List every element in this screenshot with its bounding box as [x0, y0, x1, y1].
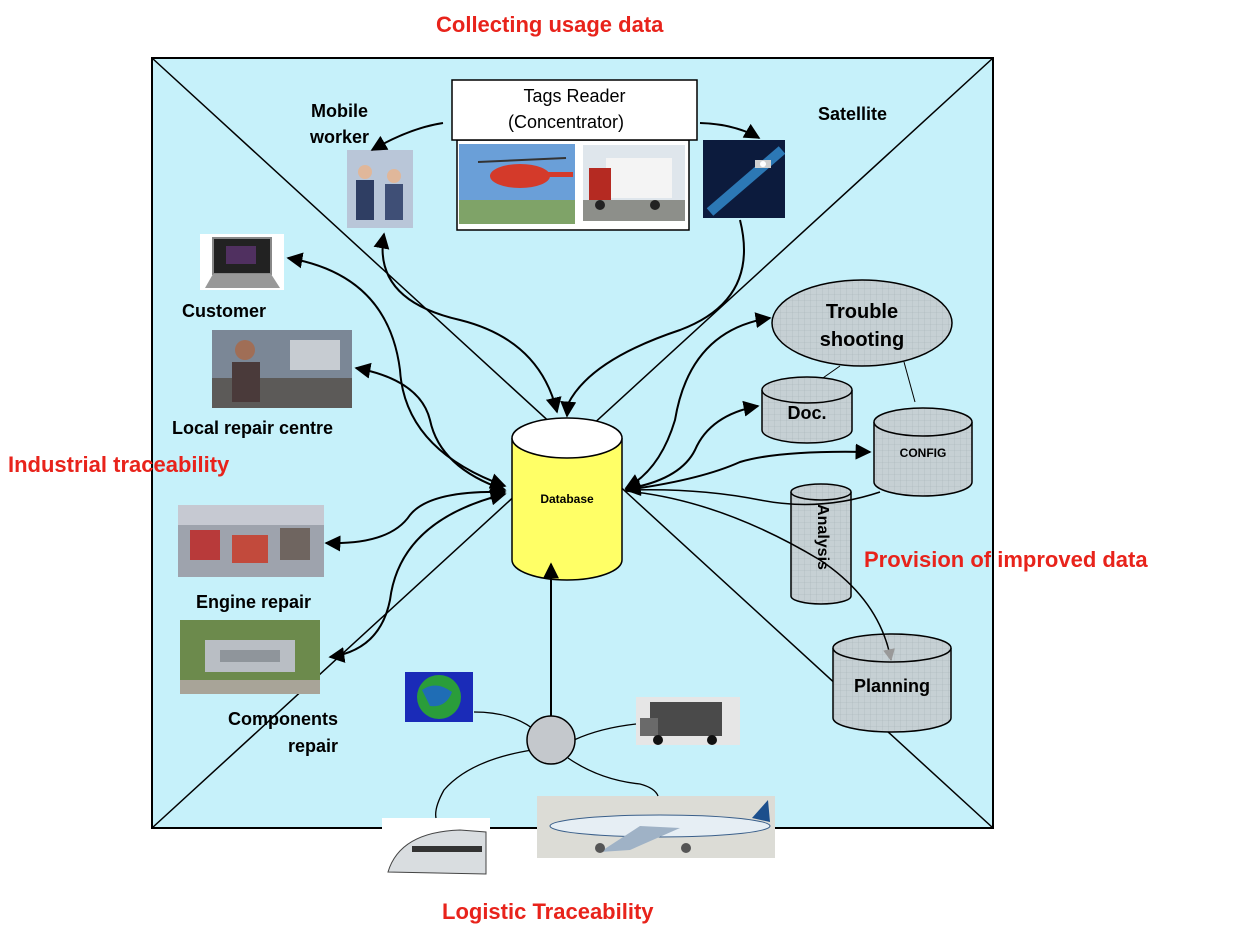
components-repair-label: Components repair — [228, 709, 338, 756]
connector-line — [903, 361, 916, 403]
arrow — [370, 122, 444, 151]
trouble-shooting-ellipse — [771, 279, 953, 367]
satellite-photo-icon — [703, 140, 786, 218]
connector-line — [567, 757, 659, 797]
customer-photo-icon — [212, 330, 352, 408]
tags-reader-box — [451, 79, 698, 141]
config-label: CONFIG — [899, 446, 947, 460]
planning-cylinder — [832, 633, 952, 733]
laptop-icon — [200, 234, 284, 290]
planning-label: Planning — [854, 676, 930, 696]
customer-label: Customer — [182, 301, 267, 321]
doc-label: Doc. — [787, 403, 827, 423]
engine-repair-label: Engine repair — [196, 592, 312, 612]
arrow — [625, 490, 895, 662]
trouble-shooting-label: Trouble shooting — [819, 301, 905, 351]
globe-icon — [405, 672, 473, 722]
heading-industrial-traceability: Industrial traceability — [8, 452, 230, 477]
logistics-hub-node — [526, 715, 576, 765]
heading-logistic-traceability: Logistic Traceability — [442, 899, 654, 924]
tags-reader-label: Tags Reader — [523, 86, 626, 106]
van-photo-icon — [636, 697, 740, 745]
mobile-worker-photo-icon — [347, 150, 413, 228]
mobile-worker-label: Mobile worker — [310, 101, 370, 147]
local-repair-centre-label: Local repair centre — [172, 418, 334, 438]
heading-collecting-usage-data: Collecting usage data — [436, 12, 664, 37]
config-cylinder — [873, 407, 973, 497]
train-photo-icon — [382, 818, 490, 886]
components-repair-photo-icon — [180, 620, 320, 694]
truck-photo-icon — [583, 145, 685, 221]
database-label: Database — [540, 492, 594, 506]
analysis-label: Analysis — [814, 504, 831, 570]
arrow — [328, 489, 507, 663]
connector-line — [435, 749, 533, 819]
arrow — [354, 362, 507, 493]
engine-repair-photo-icon — [178, 505, 324, 577]
connector-line — [573, 723, 637, 741]
helicopter-photo-icon — [459, 144, 575, 224]
database-cylinder — [511, 417, 623, 581]
airplane-photo-icon — [537, 796, 775, 858]
arrow — [624, 443, 872, 496]
tags-reader-sub-label: (Concentrator) — [508, 112, 625, 132]
connector-line — [473, 711, 533, 729]
heading-provision-of-improved-data: Provision of improved data — [864, 547, 1148, 572]
arrow — [699, 122, 761, 139]
satellite-label: Satellite — [818, 104, 888, 124]
connector-line — [629, 488, 881, 506]
